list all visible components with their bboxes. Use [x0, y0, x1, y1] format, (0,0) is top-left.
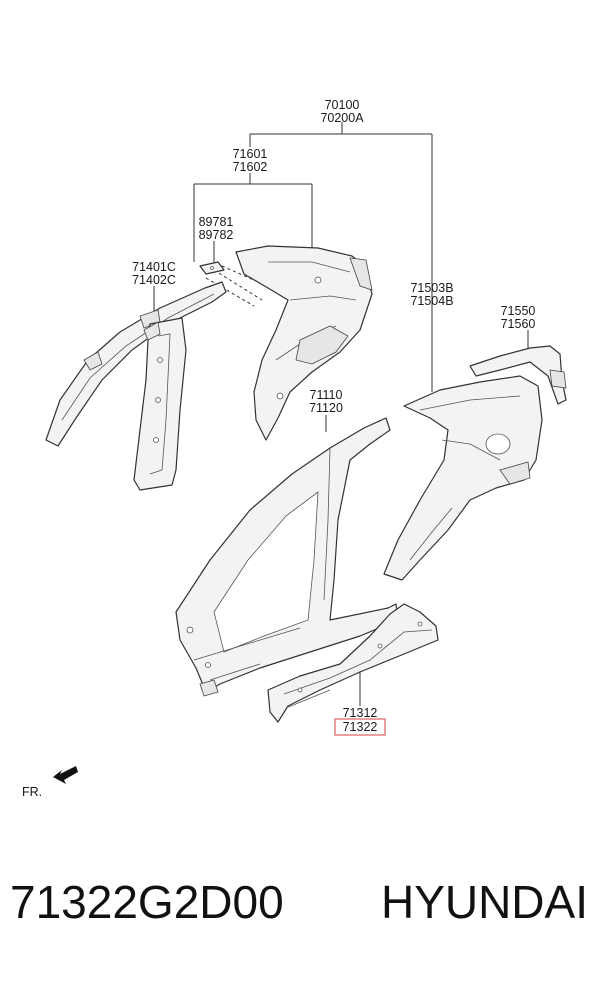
leader-lines [153, 122, 529, 706]
front-direction-label: FR. [22, 785, 42, 799]
highlight-box [334, 718, 386, 736]
callout-71550: 71550 [501, 304, 536, 318]
callout-71120: 71120 [309, 401, 343, 415]
front-direction-indicator: FR. [22, 766, 78, 799]
part-quarter-inner [235, 245, 373, 441]
part-b-pillar-inner [133, 317, 187, 491]
front-arrow-icon [53, 766, 78, 784]
part-a-pillar-rail [45, 281, 227, 447]
part-number-text: 71322G2D00 [10, 876, 284, 928]
callout-71503b: 71503B [410, 281, 453, 295]
callout-71601: 71601 [233, 147, 268, 161]
callout-71401c: 71401C [132, 260, 176, 274]
brand-text: HYUNDAI [380, 876, 588, 928]
callout-71560: 71560 [501, 317, 536, 331]
callout-71322-highlighted: 71322 [343, 720, 378, 734]
part-side-sill [267, 603, 439, 723]
callout-labels: 70100 70200A 71601 71602 89781 89782 714… [132, 98, 536, 736]
callout-70200a: 70200A [320, 111, 364, 125]
callout-89782: 89782 [199, 228, 234, 242]
part-quarter-outer [383, 375, 543, 581]
parts-diagram: 70100 70200A 71601 71602 89781 89782 714… [22, 98, 567, 799]
part-rear-rail [469, 345, 567, 405]
callout-71602: 71602 [233, 160, 268, 174]
footer-caption: 71322G2D00 HYUNDAI [0, 875, 600, 945]
callout-89781: 89781 [199, 215, 234, 229]
callout-71110: 71110 [310, 388, 343, 402]
callout-70100: 70100 [325, 98, 360, 112]
part-bracket-89781 [199, 261, 225, 275]
callout-71312: 71312 [343, 706, 378, 720]
part-body-side-outer [175, 417, 399, 697]
callout-71402c: 71402C [132, 273, 176, 287]
callout-71504b: 71504B [410, 294, 453, 308]
